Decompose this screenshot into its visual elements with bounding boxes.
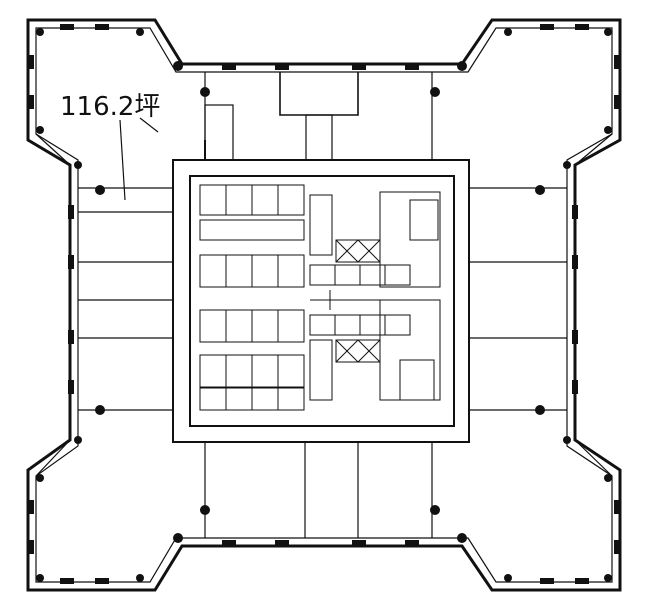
outer-wall-inner	[35, 27, 613, 583]
area-label: 116.2坪	[60, 92, 161, 122]
outer-wall	[26, 18, 622, 592]
core-inner	[189, 175, 455, 427]
